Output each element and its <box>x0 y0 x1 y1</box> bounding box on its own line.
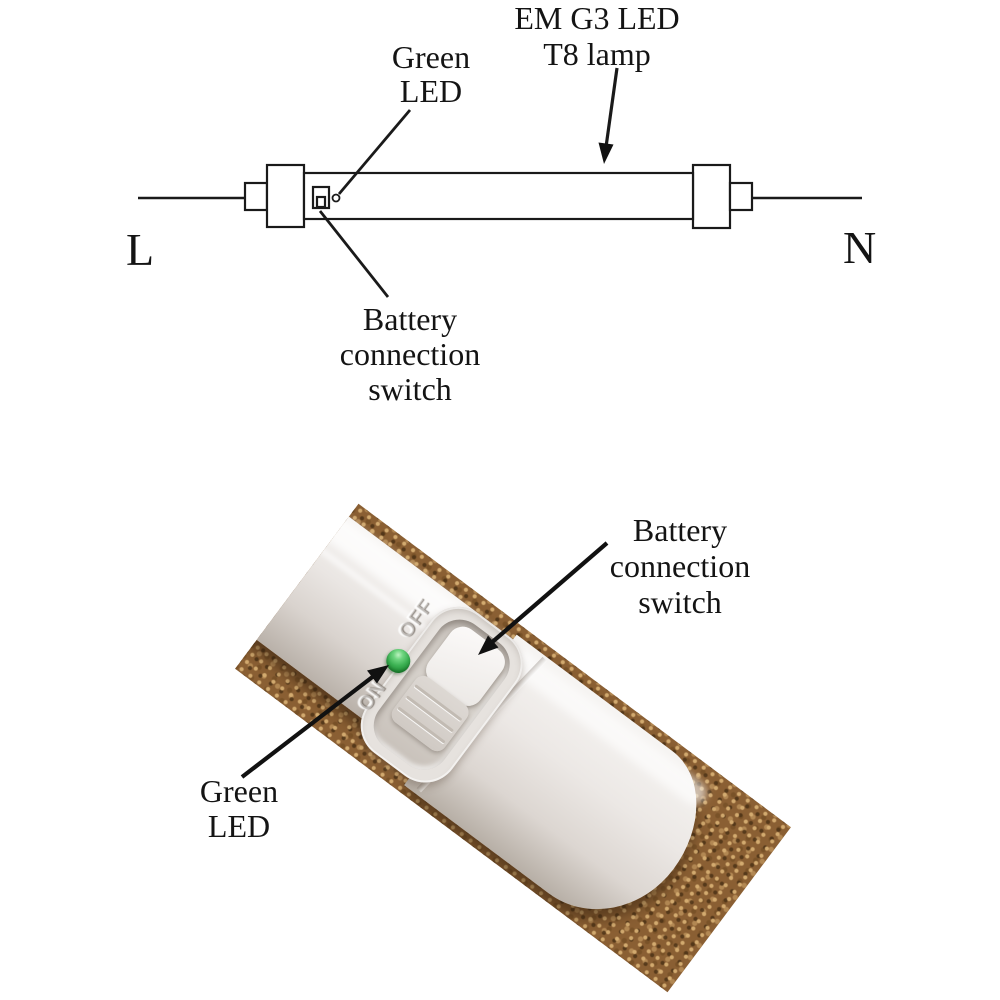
diagram-battery-switch-knob <box>315 195 327 209</box>
photo-battery-switch-label: Battery connection switch <box>610 512 750 620</box>
green-led-label-line2: LED <box>399 73 463 109</box>
lamp-label-line2: T8 lamp <box>543 36 651 72</box>
live-terminal-label: L <box>126 224 155 275</box>
diagram-green-led <box>331 193 341 203</box>
battery-switch-pointer-line <box>318 210 390 298</box>
right-end-cap <box>691 163 732 230</box>
photo-battery-label-line3: switch <box>638 584 722 620</box>
photo-battery-label-line2: connection <box>609 548 751 584</box>
left-end-cap <box>265 163 306 229</box>
neutral-terminal-label: N <box>843 222 877 273</box>
lamp-arrow-line <box>604 67 619 148</box>
diagram-green-led-label: Green LED <box>392 40 470 108</box>
lamp-label-line1: EM G3 LED <box>514 0 680 36</box>
photo-green-led-label: Green LED <box>200 774 278 844</box>
photo-green-label-line1: Green <box>199 773 279 809</box>
lamp-arrow-head-icon <box>598 142 614 164</box>
green-led-label-line1: Green <box>391 39 471 75</box>
battery-label-line2: connection <box>339 336 481 372</box>
right-pin <box>728 181 754 212</box>
battery-label-line1: Battery <box>362 301 458 337</box>
left-pin <box>243 181 269 212</box>
tube-body <box>302 171 695 221</box>
diagram-battery-switch-label: Battery connection switch <box>340 302 480 407</box>
photo-battery-label-line1: Battery <box>632 512 728 548</box>
green-led-pointer-line <box>337 109 412 195</box>
photo-green-label-line2: LED <box>207 808 271 844</box>
battery-label-line3: switch <box>368 371 452 407</box>
diagram-battery-switch <box>311 185 331 210</box>
lamp-label: EM G3 LED T8 lamp <box>514 0 679 72</box>
